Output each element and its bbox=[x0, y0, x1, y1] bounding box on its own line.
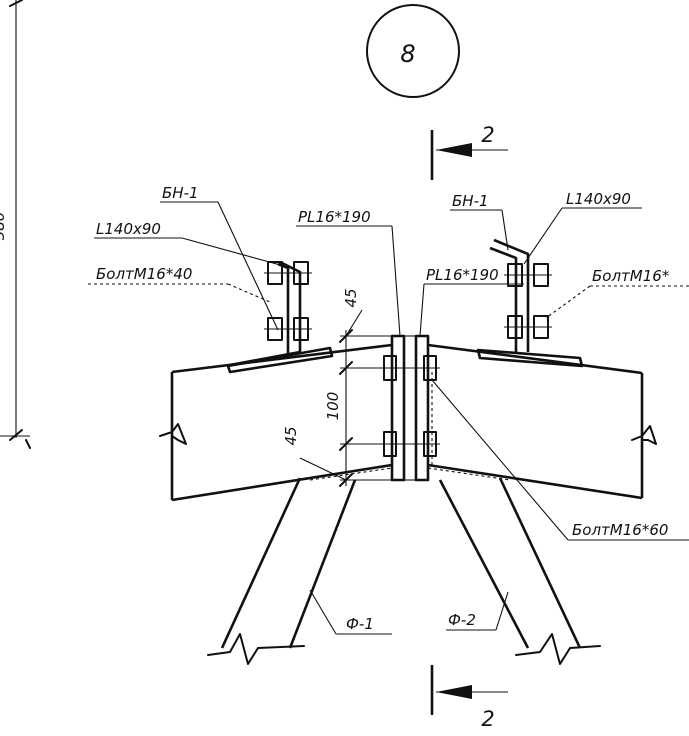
section-mark-top: 2 bbox=[430, 123, 508, 180]
section-label-bottom: 2 bbox=[481, 707, 494, 731]
weld-hatches bbox=[309, 372, 511, 481]
label-bolt-left: БолтМ16*40 bbox=[96, 265, 192, 283]
left-dimension: 580 bbox=[0, 0, 31, 449]
plate-dimensions: 45 100 45 bbox=[282, 288, 392, 487]
detail-marker: 8 bbox=[366, 4, 460, 98]
label-bolt-bottom-right: БолтМ16*60 bbox=[572, 521, 668, 539]
braces bbox=[207, 477, 601, 665]
label-brace-right: Ф-2 bbox=[448, 611, 476, 629]
left-bracket bbox=[226, 260, 334, 374]
detail-number: 8 bbox=[400, 40, 415, 68]
end-plates bbox=[380, 334, 440, 482]
label-bolt-right: БолтМ16* bbox=[592, 267, 670, 285]
label-angle-right: L140x90 bbox=[566, 190, 631, 208]
leaders bbox=[88, 201, 689, 635]
label-plate-right: PL16*190 bbox=[426, 266, 499, 284]
label-bn1-left: БН-1 bbox=[162, 184, 199, 202]
right-beam bbox=[427, 343, 657, 500]
right-bracket bbox=[476, 238, 584, 368]
section-label-top: 2 bbox=[481, 123, 494, 147]
dim-bottom-edge: 45 bbox=[282, 426, 300, 445]
label-plate-top: PL16*190 bbox=[298, 208, 371, 226]
dimension-580: 580 bbox=[0, 212, 8, 241]
label-brace-left: Ф-1 bbox=[346, 615, 374, 633]
dim-bolt-spacing: 100 bbox=[324, 392, 342, 421]
section-mark-bottom: 2 bbox=[430, 665, 508, 731]
label-bn1-right: БН-1 bbox=[452, 192, 489, 210]
labels: БН-1 L140x90 БолтМ16*40 PL16*190 БН-1 L1… bbox=[96, 184, 670, 633]
dim-top-edge: 45 bbox=[342, 288, 360, 307]
label-angle-left: L140x90 bbox=[96, 220, 161, 238]
left-beam bbox=[159, 343, 393, 502]
